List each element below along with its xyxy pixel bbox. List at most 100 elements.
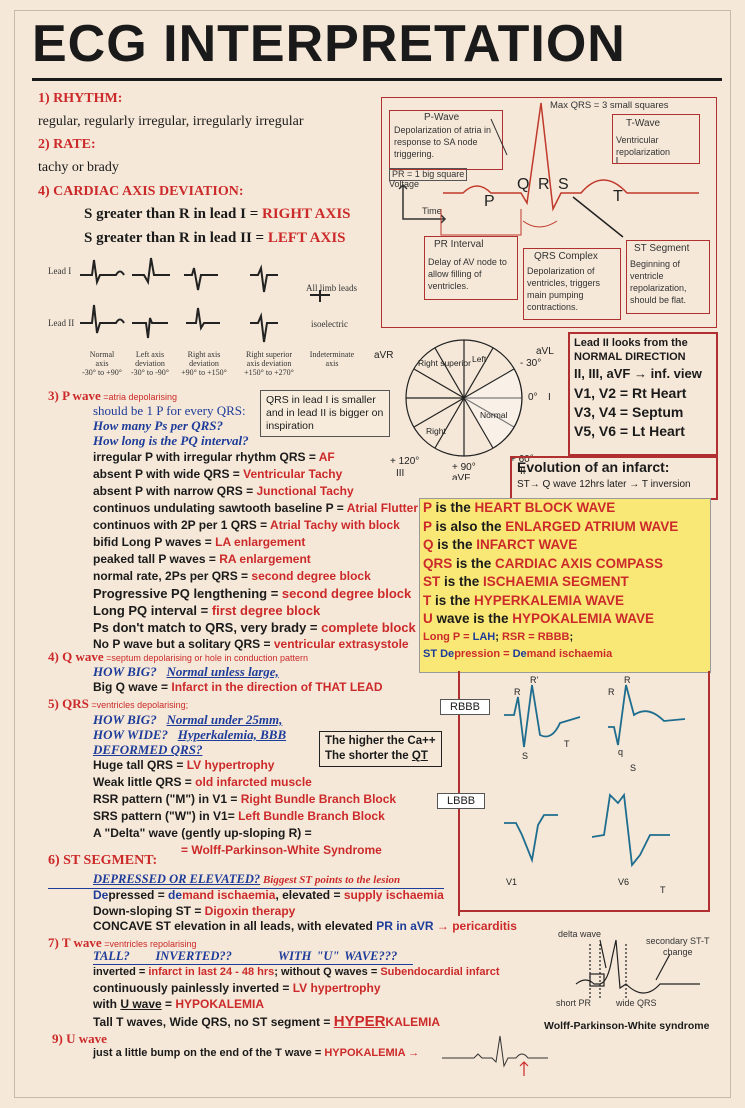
t-fragment: ; without Q waves = xyxy=(274,966,381,978)
t-wave-line-1: inverted = infarct in last 24 - 48 hrs; … xyxy=(93,964,500,981)
u-fragment: HYPOKALEMIA → xyxy=(324,1047,420,1059)
qrs-heading: 5) QRS =ventricles depolarising; xyxy=(48,695,188,713)
st-divider xyxy=(48,888,444,889)
wpw-trace xyxy=(575,939,700,998)
p-wave-diagnosis: ventricular extrasystole xyxy=(273,637,409,651)
axis-compass: aVR aVL - 30° 0° I + 60° II + 90° aVF + … xyxy=(374,339,554,480)
qrs-finding: Huge tall QRS = xyxy=(93,758,187,772)
t-fragment: HYPER xyxy=(333,1013,386,1030)
axis-caption-text: -30° to +90° xyxy=(82,368,122,377)
st-fragment: PR in aVR xyxy=(376,919,434,933)
p-wave-diagnosis: Junctional Tachy xyxy=(256,484,354,498)
qrs-diagnosis: = Wolff-Parkinson-White Syndrome xyxy=(181,843,382,857)
wave-joiner: is the xyxy=(440,574,484,589)
qrs-item: Weak little QRS = old infarcted muscle xyxy=(93,774,396,791)
p-wave-finding: normal rate, 2Ps per QRS = xyxy=(93,569,252,583)
compass-label-plus-120: + 120° xyxy=(390,456,419,467)
wave-joiner: is the xyxy=(433,537,477,552)
p-wave-item: continuos undulating sawtooth baseline P… xyxy=(93,500,418,517)
qrs-diagnosis: Left Bundle Branch Block xyxy=(238,809,385,823)
axis-caption-text: Left axis xyxy=(135,350,165,359)
qrs-item: Huge tall QRS = LV hypertrophy xyxy=(93,757,396,774)
lead-ii-line: NORMAL DIRECTION xyxy=(574,351,686,363)
max-qrs-label: Max QRS = 3 small squares xyxy=(550,100,669,111)
q-wave-finding: Big Q wave = xyxy=(93,680,172,694)
wpw-title: Wolff-Parkinson-White syndrome xyxy=(544,1020,710,1032)
trace-label-t: T xyxy=(660,885,666,895)
t-fragment: U wave xyxy=(120,997,162,1011)
p-wave-heading-sub: =atria depolarising xyxy=(100,392,178,402)
lead-ii-line: II, III, aVF → inf. view xyxy=(574,366,702,381)
wave-meaning: INFARCT WAVE xyxy=(476,537,578,552)
wave-summary-item: P is also the ENLARGED ATRIUM WAVE xyxy=(423,518,678,537)
wave-joiner: is also the xyxy=(431,518,506,534)
summary-fragment: ; xyxy=(495,630,502,643)
p-wave-list: irregular P with irregular rhythm QRS = … xyxy=(93,449,418,653)
trace-label-r: R xyxy=(514,687,521,697)
wave-summary-item: U wave is the HYPOKALEMIA WAVE xyxy=(423,610,678,629)
t-fragment: with xyxy=(93,997,121,1011)
qrs-item: SRS pattern ("W") in V1= Left Bundle Bra… xyxy=(93,808,396,825)
p-wave-finding: Long PQ interval = xyxy=(93,603,212,618)
axis-line-1: S greater than R in lead I = RIGHT AXIS xyxy=(84,206,351,223)
p-wave-desc: Depolarization of atria in response to S… xyxy=(394,125,492,159)
t-wave-heading: 7) T wave =ventricles repolarising xyxy=(48,934,197,952)
t-wave-divider xyxy=(93,964,413,965)
bundle-branch-traces: R R' S T R R q S V1 V6 T xyxy=(504,675,686,895)
wave-letter: T xyxy=(423,592,432,608)
compass-zone-left: Left xyxy=(472,354,487,364)
axis-line-2-text: S greater than R in lead II = xyxy=(84,230,268,246)
rate-heading: 2) RATE: xyxy=(38,137,96,152)
wave-joiner: is the xyxy=(431,500,475,515)
summary-fragment: LAH xyxy=(472,630,496,643)
qrs-item: RSR pattern ("M") in V1 = Right Bundle B… xyxy=(93,791,396,808)
infarct-text: ST→ Q wave 12hrs later → T inversion xyxy=(517,479,691,490)
trace-label-r: R xyxy=(624,675,631,685)
wave-letter-r: R xyxy=(538,176,550,193)
st-heading: 6) ST SEGMENT: xyxy=(48,853,158,868)
p-wave-item: absent P with narrow QRS = Junctional Ta… xyxy=(93,483,418,500)
wave-letter: P xyxy=(423,518,432,534)
t-fragment: HYPOKALEMIA xyxy=(175,997,265,1011)
page-title: ECG INTERPRETATION xyxy=(32,15,626,73)
axis-caption-text: axis deviation xyxy=(246,359,292,368)
infarct-title: Evolution of an infarct: xyxy=(517,459,670,475)
axis-caption-text: axis xyxy=(325,359,339,368)
p-wave-box xyxy=(389,110,503,170)
pr-interval-title: PR Interval xyxy=(434,239,484,250)
trace-label-s: S xyxy=(522,751,528,761)
wave-letter: P xyxy=(423,500,432,515)
st-fragment: → pericarditis xyxy=(433,919,517,933)
st-line-3: CONCAVE ST elevation in all leads, with … xyxy=(93,918,517,935)
qrs-finding: RSR pattern ("M") in V1 = xyxy=(93,792,241,806)
q-wave-q1-answer: Normal unless large, xyxy=(166,664,279,679)
st-segment-box xyxy=(626,240,710,314)
wave-letter-q: Q xyxy=(517,176,529,193)
isoelectric-label: isoelectric xyxy=(311,319,348,329)
p-wave-diagnosis: RA enlargement xyxy=(219,552,311,566)
wave-meaning: HYPOKALEMIA WAVE xyxy=(512,611,655,626)
trace-label-r: R xyxy=(608,687,615,697)
right-axis-label: RIGHT AXIS xyxy=(262,206,351,222)
wave-summary-small-1: Long P = LAH; RSR = RBBB; xyxy=(423,629,678,646)
t-fragment: inverted = xyxy=(93,966,149,978)
p-wave-diagnosis: second degree block xyxy=(281,586,412,601)
p-wave-diagnosis: first degree block xyxy=(211,603,321,618)
p-wave-diagnosis: AF xyxy=(318,450,335,464)
st-fragment: pressed = xyxy=(108,888,169,902)
st-fragment: , elevated = xyxy=(275,888,344,902)
wave-summary-item: P is the HEART BLOCK WAVE xyxy=(423,499,678,518)
p-wave-item: continuos with 2P per 1 QRS = Atrial Tac… xyxy=(93,517,418,534)
qrs-finding: Weak little QRS = xyxy=(93,775,196,789)
wave-meaning: HYPERKALEMIA WAVE xyxy=(474,592,625,608)
trace-label-v6: V6 xyxy=(618,877,629,887)
axis-caption-text: +150° to +270° xyxy=(244,368,294,377)
rhythm-heading: 1) RHYTHM: xyxy=(38,91,123,106)
t-fragment: Subendocardial infarct xyxy=(380,966,500,978)
p-wave-q1: should be 1 P for every QRS: xyxy=(93,403,246,418)
trace-label-r-prime: R' xyxy=(530,675,538,685)
p-wave-item: No P wave but a solitary QRS = ventricul… xyxy=(93,636,418,653)
